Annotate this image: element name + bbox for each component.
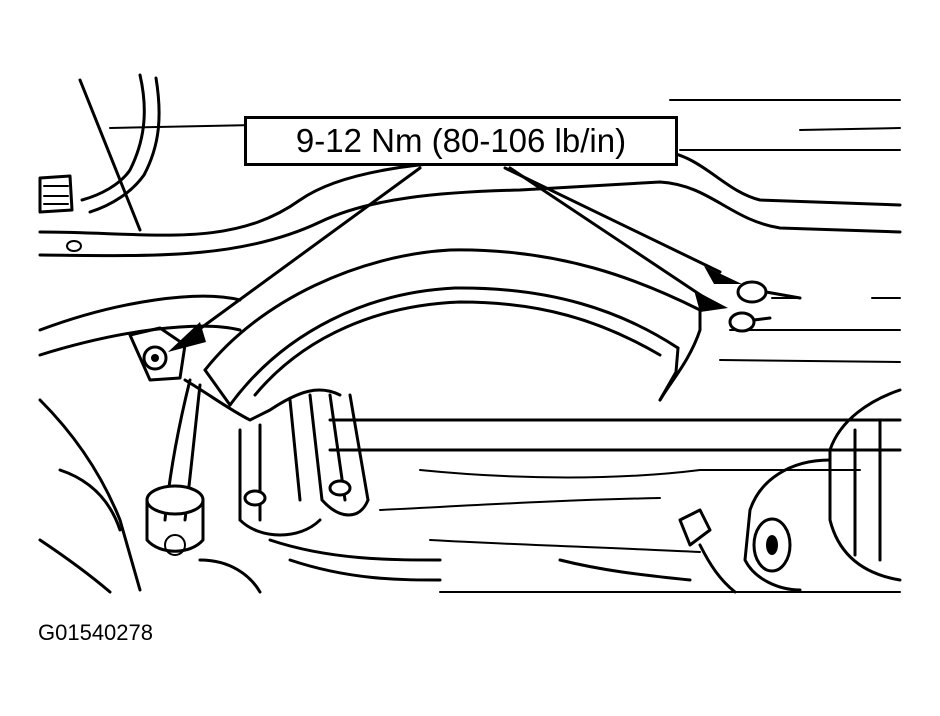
right-lower-arrow-head bbox=[694, 290, 728, 312]
lower-frame bbox=[429, 539, 901, 593]
vacuum-hose bbox=[38, 73, 161, 232]
arched-bracket bbox=[203, 248, 702, 407]
brake-lines bbox=[183, 378, 442, 582]
left-arrow-head bbox=[168, 322, 206, 352]
figure-id-label: G01540278 bbox=[38, 620, 153, 645]
left-mounting-nut bbox=[128, 326, 187, 382]
leader-arrows bbox=[168, 166, 742, 352]
master-cylinder-area bbox=[38, 378, 262, 594]
torque-callout-label: 9-12 Nm (80-106 lb/in) bbox=[244, 116, 678, 166]
right-upper-arrow-head bbox=[704, 266, 742, 284]
body-panel bbox=[38, 99, 902, 511]
right-mounting-bolts bbox=[728, 280, 802, 333]
steering-shaft-assembly bbox=[558, 388, 902, 594]
